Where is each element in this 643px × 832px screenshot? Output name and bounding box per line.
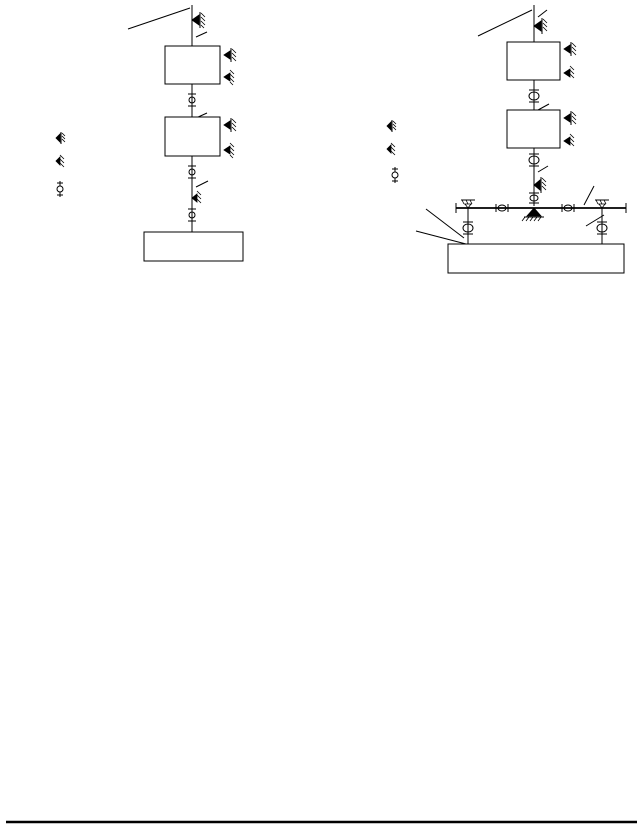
leader-line <box>585 214 605 227</box>
leader-line <box>195 180 209 188</box>
coupling-icon <box>188 208 196 222</box>
leader-line <box>415 230 467 245</box>
fixed-support-icon <box>595 199 609 209</box>
coupling-icon <box>391 167 399 183</box>
bearing-icon <box>223 118 237 132</box>
bearing-icon <box>191 12 206 29</box>
leader-line <box>583 185 595 206</box>
bearing-icon <box>223 69 235 86</box>
bearing-icon <box>223 48 237 62</box>
coupling-icon <box>596 221 608 235</box>
bearing-icon <box>191 190 202 204</box>
legend <box>55 132 66 197</box>
coupling-icon <box>188 93 196 107</box>
gear-unit-box <box>164 45 221 85</box>
driven-machine-box <box>143 231 244 262</box>
coupling-icon <box>528 89 540 103</box>
bearing-icon <box>223 142 235 159</box>
bearing-icon <box>563 111 577 125</box>
bearing-icon <box>563 133 575 147</box>
leader-line <box>537 165 549 173</box>
coupling-icon <box>462 221 474 235</box>
coupling-icon <box>56 181 64 197</box>
gear-unit-box <box>506 109 561 149</box>
gear-unit-box <box>506 41 561 81</box>
coupling-icon <box>529 192 539 204</box>
bearing-icon <box>563 42 577 56</box>
leader-line <box>477 9 533 37</box>
bearing-icon <box>55 132 66 144</box>
triangle-support-icon <box>521 207 544 222</box>
coupling-icon <box>561 204 575 212</box>
bearing-icon <box>55 154 65 168</box>
coupling-icon <box>495 204 509 212</box>
leader-line <box>425 208 465 239</box>
bearing-icon <box>386 120 397 132</box>
leader-line <box>537 9 548 18</box>
coupling-icon <box>188 165 196 179</box>
bearing-icon <box>386 142 396 156</box>
gear-unit-box <box>164 116 221 157</box>
leader-line <box>127 7 191 30</box>
left-figure <box>55 5 244 262</box>
driven-machine-box <box>447 243 625 274</box>
fixed-support-icon <box>461 199 475 209</box>
bearing-icon <box>533 18 548 34</box>
leader-line <box>195 31 208 38</box>
right-figure <box>386 5 627 274</box>
legend <box>386 120 399 183</box>
leader-line <box>537 103 550 111</box>
bearing-icon <box>563 65 575 79</box>
coupling-icon <box>528 153 540 167</box>
bearing-icon <box>533 177 547 193</box>
